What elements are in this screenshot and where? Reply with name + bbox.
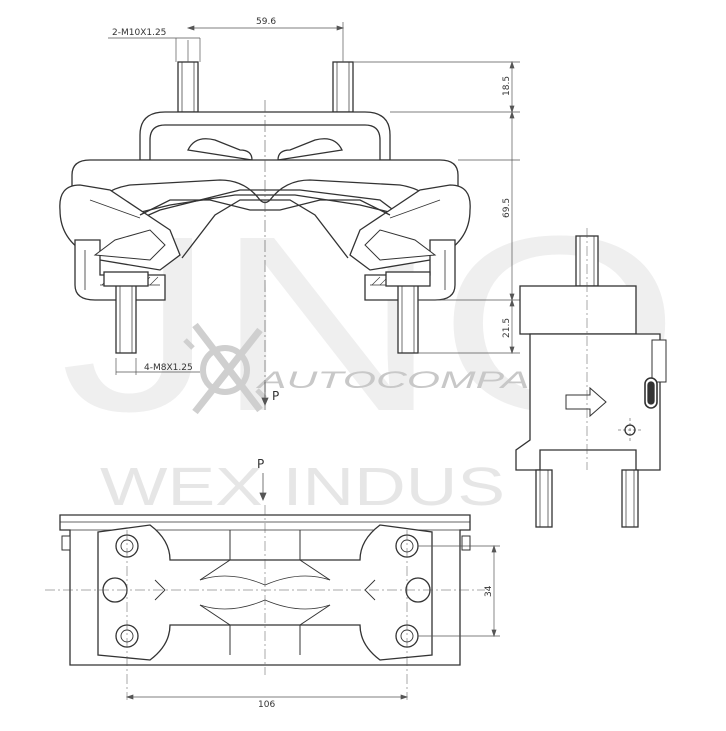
- plan-dimensions: [125, 544, 500, 700]
- lower-stud-left: [115, 284, 137, 354]
- dim-hole-spacing-horizontal: 106: [258, 700, 275, 710]
- lower-stud-right: [397, 284, 419, 354]
- side-upper-block: [519, 285, 637, 335]
- side-lower-stud-left: [535, 469, 553, 528]
- dim-overall-height: 69.5: [502, 198, 512, 218]
- front-dimensions: [108, 22, 520, 375]
- front-view: [59, 61, 471, 354]
- dim-lower-stud-height: 21.5: [502, 318, 512, 338]
- watermark-company-text: WEX INDUS: [100, 457, 505, 517]
- dim-thread-bottom: 4-M8X1.25: [144, 363, 193, 373]
- section-arrow-bottom: [259, 473, 267, 502]
- dim-stud-spacing: 59.6: [256, 17, 276, 27]
- dim-stud-height: 18.5: [502, 76, 512, 96]
- upper-stud-right: [332, 61, 354, 113]
- section-arrow-top: [261, 382, 269, 407]
- upper-stud-left: [177, 61, 199, 113]
- plan-inner-body: [97, 524, 433, 661]
- autocompas-logo-text: AUTOCOMPAS: [254, 367, 558, 394]
- section-label-bottom: P: [257, 457, 264, 471]
- direction-arrow-icon: [565, 386, 607, 418]
- side-view: [515, 235, 667, 528]
- section-label-top: P: [272, 389, 279, 403]
- side-lower-stud-right: [621, 469, 639, 528]
- dim-hole-spacing-vertical: 34: [484, 585, 494, 597]
- front-dimension-labels: 2-M10X1.25 59.6 18.5 69.5 21.5 4-M8X1.25: [112, 17, 512, 373]
- dim-thread-top: 2-M10X1.25: [112, 28, 166, 38]
- autocompas-logo-icon: [183, 322, 267, 415]
